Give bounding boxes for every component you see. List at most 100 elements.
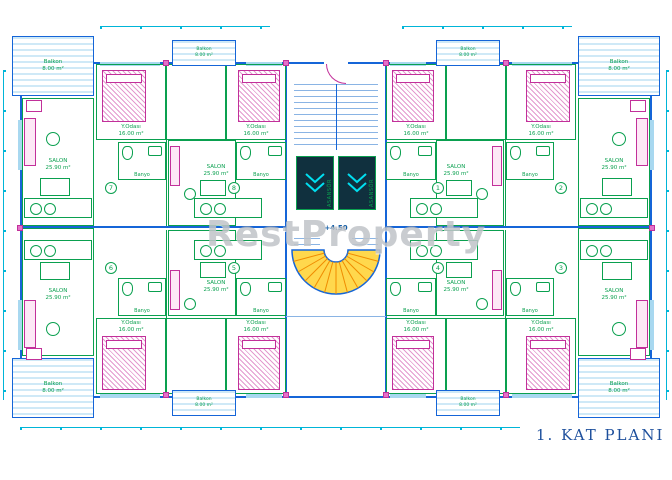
bathroom-room: Banyo bbox=[236, 278, 286, 316]
dining-table bbox=[40, 262, 70, 280]
coffee-table bbox=[476, 188, 488, 200]
sofa bbox=[170, 146, 180, 186]
room-label-bathroom: Banyo bbox=[522, 172, 538, 178]
elevator-left-label: ASANSÖR bbox=[327, 179, 333, 207]
dining-table bbox=[446, 262, 472, 278]
kitchen-counter bbox=[410, 198, 478, 218]
column bbox=[163, 60, 169, 66]
column bbox=[383, 60, 389, 66]
unit-number-5: 5 bbox=[228, 262, 240, 274]
kitchen-counter bbox=[580, 240, 648, 260]
kitchen-counter bbox=[24, 198, 92, 218]
bedroom-room bbox=[226, 64, 286, 140]
dining-table bbox=[200, 180, 226, 196]
bathroom-room: Banyo bbox=[386, 278, 436, 316]
room-label-bathroom: Banyo bbox=[253, 308, 269, 314]
kitchen-counter bbox=[24, 240, 92, 260]
room-label-bathroom: Banyo bbox=[134, 172, 150, 178]
room-label-bathroom: Banyo bbox=[522, 308, 538, 314]
bathroom-room: Banyo bbox=[118, 278, 166, 316]
dining-table bbox=[602, 262, 632, 280]
core-wall-left bbox=[285, 62, 287, 398]
bedroom-room bbox=[506, 318, 576, 394]
partition-top-right bbox=[505, 64, 506, 226]
watermark: RestProperty bbox=[206, 214, 487, 255]
bed bbox=[238, 70, 280, 122]
page-title: 1. KAT PLANI bbox=[536, 426, 665, 444]
room bbox=[446, 64, 506, 140]
partition-bottom-left bbox=[166, 230, 167, 396]
column bbox=[383, 392, 389, 398]
sofa bbox=[170, 270, 180, 310]
elevator-right bbox=[338, 156, 376, 210]
bed bbox=[238, 336, 280, 390]
unit-number-1: 1 bbox=[432, 182, 444, 194]
window-strip bbox=[512, 394, 572, 398]
dimension-line-left bbox=[3, 70, 6, 400]
bed bbox=[102, 336, 146, 390]
bathroom-room: Banyo bbox=[386, 142, 436, 180]
salon-room bbox=[22, 228, 94, 356]
room-label-bathroom: Banyo bbox=[253, 172, 269, 178]
stairwell-edge bbox=[286, 316, 386, 317]
bedroom-room bbox=[386, 318, 446, 394]
coffee-table bbox=[184, 188, 196, 200]
sofa bbox=[636, 300, 648, 348]
bed bbox=[392, 336, 434, 390]
armchair bbox=[630, 100, 646, 112]
bathroom-room: Banyo bbox=[506, 278, 554, 316]
bed bbox=[392, 70, 434, 122]
party-wall-left bbox=[20, 226, 285, 228]
column bbox=[503, 392, 509, 398]
winding-stairs bbox=[291, 249, 381, 295]
armchair bbox=[26, 348, 42, 360]
dimension-line-top-left bbox=[100, 26, 270, 29]
room bbox=[166, 318, 226, 394]
sofa bbox=[492, 146, 502, 186]
elevator-arrow-icon bbox=[347, 173, 367, 193]
coffee-table bbox=[612, 132, 626, 146]
room-label-bathroom: Banyo bbox=[134, 308, 150, 314]
sofa bbox=[492, 270, 502, 310]
dining-table bbox=[602, 178, 632, 196]
dining-table bbox=[200, 262, 226, 278]
room-label-bathroom: Banyo bbox=[403, 172, 419, 178]
core-wall-right bbox=[385, 62, 387, 398]
dimension-line-top-right bbox=[402, 26, 572, 29]
window-strip bbox=[650, 300, 654, 350]
room bbox=[446, 318, 506, 394]
column bbox=[283, 392, 289, 398]
kitchen-counter bbox=[194, 240, 262, 260]
column bbox=[163, 392, 169, 398]
straight-stairs bbox=[294, 84, 378, 150]
bathroom-room: Banyo bbox=[118, 142, 166, 180]
kitchen-counter bbox=[580, 198, 648, 218]
unit-number-3: 3 bbox=[555, 262, 567, 274]
sofa bbox=[636, 118, 648, 166]
column bbox=[649, 225, 655, 231]
unit-number-7: 7 bbox=[105, 182, 117, 194]
dimension-line-bottom bbox=[20, 427, 520, 430]
bed bbox=[102, 70, 146, 122]
elevator-arrow-icon bbox=[305, 173, 325, 193]
elevator-left bbox=[296, 156, 334, 210]
bedroom-room bbox=[386, 64, 446, 140]
unit-number-4: 4 bbox=[432, 262, 444, 274]
unit-number-8: 8 bbox=[228, 182, 240, 194]
